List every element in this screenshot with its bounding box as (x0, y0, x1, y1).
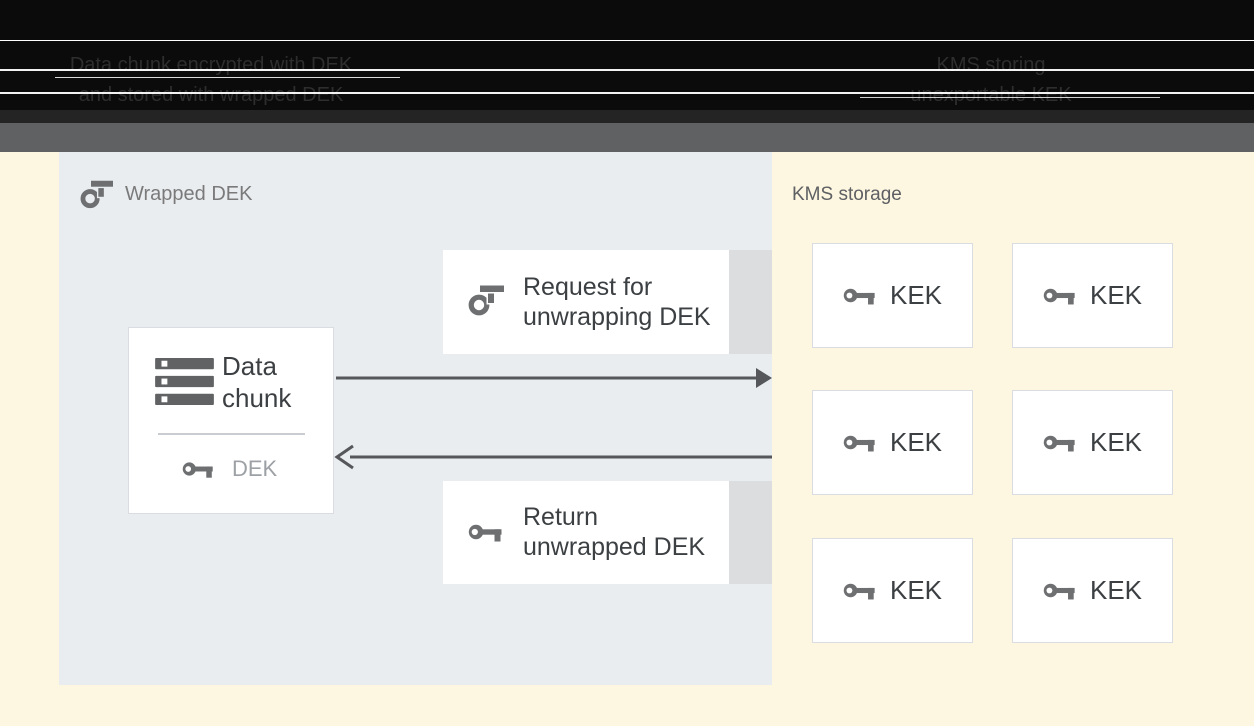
kek-box: KEK (1012, 538, 1173, 643)
left-caption-line1: Data chunk encrypted with DEK (69, 54, 353, 76)
key-icon (182, 458, 215, 480)
kek-label: KEK (1089, 427, 1143, 457)
kek-box: KEK (812, 243, 973, 348)
key-icon (843, 284, 877, 307)
return-unwrapped-label: Return unwrapped DEK (523, 503, 706, 561)
key-icon (1043, 579, 1077, 602)
white-streak-line (0, 40, 1254, 41)
right-caption-line2: unexportable KEK (910, 84, 1072, 106)
data-chunk-divider (158, 433, 305, 435)
kek-label: KEK (1089, 575, 1143, 605)
header-band: Data chunk encrypted with DEK and stored… (0, 0, 1254, 123)
data-chunk-label: Data chunk (222, 351, 292, 413)
data-chunk-box: Data chunk DEK (128, 327, 334, 514)
request-box-tail (729, 250, 772, 354)
dek-row: DEK (182, 456, 277, 482)
request-unwrap-box: Request for unwrapping DEK (443, 250, 729, 354)
key-icon (843, 431, 877, 454)
kek-box: KEK (1012, 243, 1173, 348)
right-caption: KMS storing unexportable KEK (841, 50, 1141, 110)
diagram-canvas: Wrapped DEK Data chunk DEK Request for u… (0, 152, 1254, 726)
kek-label: KEK (889, 427, 943, 457)
key-icon (843, 579, 877, 602)
kek-label: KEK (1089, 280, 1143, 310)
kek-label: KEK (889, 575, 943, 605)
wrapped-dek-panel: Wrapped DEK Data chunk DEK Request for u… (59, 152, 772, 685)
right-caption-line1: KMS storing (936, 54, 1046, 76)
wrapped-key-icon (80, 179, 113, 210)
kms-storage-title: KMS storage (792, 184, 902, 205)
data-chunk-icon (155, 358, 214, 405)
wrapped-dek-header: Wrapped DEK (80, 179, 252, 210)
kek-box: KEK (812, 390, 973, 495)
key-icon (1043, 431, 1077, 454)
key-icon (468, 520, 504, 544)
kek-box: KEK (812, 538, 973, 643)
request-unwrap-label: Request for unwrapping DEK (523, 273, 711, 331)
left-caption: Data chunk encrypted with DEK and stored… (61, 50, 361, 110)
left-caption-line2: and stored with wrapped DEK (78, 84, 344, 106)
wrapped-key-icon (468, 284, 504, 317)
kek-box: KEK (1012, 390, 1173, 495)
divider-bar (0, 123, 1254, 152)
return-box-tail (729, 481, 772, 584)
return-unwrapped-box: Return unwrapped DEK (443, 481, 729, 584)
header-bottom-strip (0, 110, 1254, 123)
wrapped-dek-title: Wrapped DEK (125, 183, 253, 205)
key-icon (1043, 284, 1077, 307)
kek-label: KEK (889, 280, 943, 310)
dek-label: DEK (232, 456, 278, 481)
